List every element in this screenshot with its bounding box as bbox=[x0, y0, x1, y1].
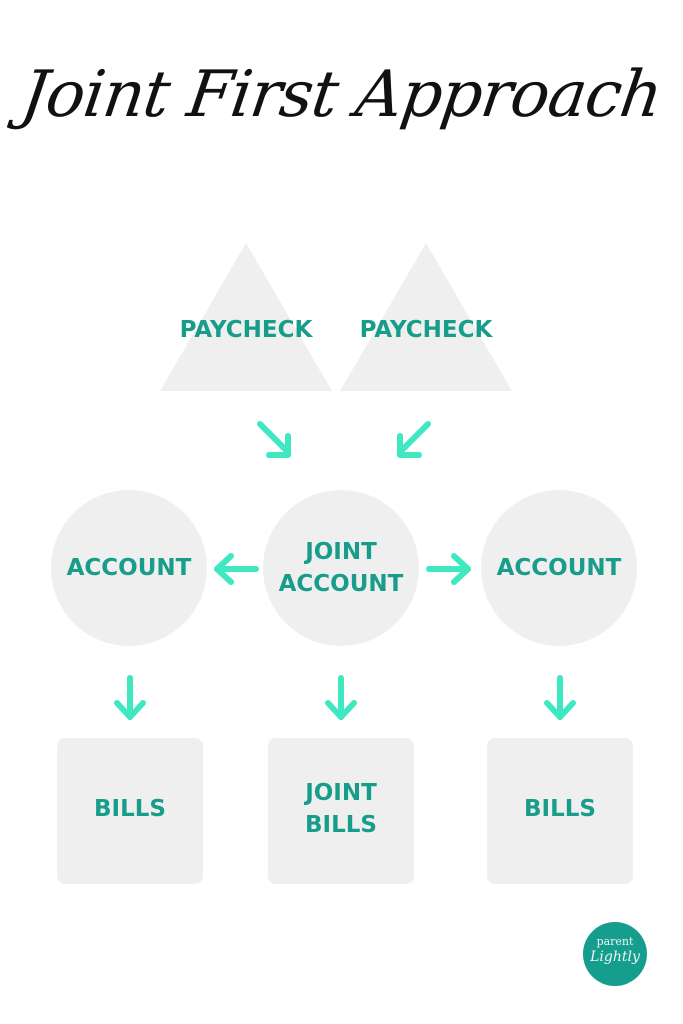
parent-lightly-logo: parent Lightly bbox=[583, 922, 647, 986]
paycheck-triangle-right bbox=[340, 243, 512, 391]
bills-box-right bbox=[487, 738, 633, 884]
paycheck-triangle-left bbox=[160, 243, 332, 391]
arrow-paycheck-right-to-joint bbox=[397, 421, 431, 458]
account-label-right: ACCOUNT bbox=[496, 555, 622, 581]
account-label-left: ACCOUNT bbox=[66, 555, 192, 581]
arrow-account-left-to-bills bbox=[114, 675, 146, 720]
arrow-joint-to-account-right bbox=[426, 553, 471, 585]
arrow-paycheck-left-to-joint bbox=[257, 421, 291, 458]
arrow-joint-to-account-left bbox=[214, 553, 259, 585]
bills-label-left: BILLS bbox=[94, 796, 166, 822]
account-circle-right bbox=[481, 490, 637, 646]
logo-line-2: Lightly bbox=[590, 949, 640, 965]
bills-label-right: BILLS bbox=[524, 796, 596, 822]
paycheck-label-right: PAYCHECK bbox=[359, 317, 493, 343]
arrow-account-right-to-bills bbox=[544, 675, 576, 720]
joint-account-circle bbox=[263, 490, 419, 646]
joint-bills-box bbox=[268, 738, 414, 884]
account-circle-left bbox=[51, 490, 207, 646]
paycheck-label-left: PAYCHECK bbox=[179, 317, 313, 343]
joint-bills-label: JOINT BILLS bbox=[305, 780, 377, 838]
arrow-joint-account-to-joint-bills bbox=[325, 675, 357, 720]
joint-account-label: JOINT ACCOUNT bbox=[278, 539, 404, 597]
logo-line-1: parent bbox=[596, 935, 634, 948]
bills-box-left bbox=[57, 738, 203, 884]
